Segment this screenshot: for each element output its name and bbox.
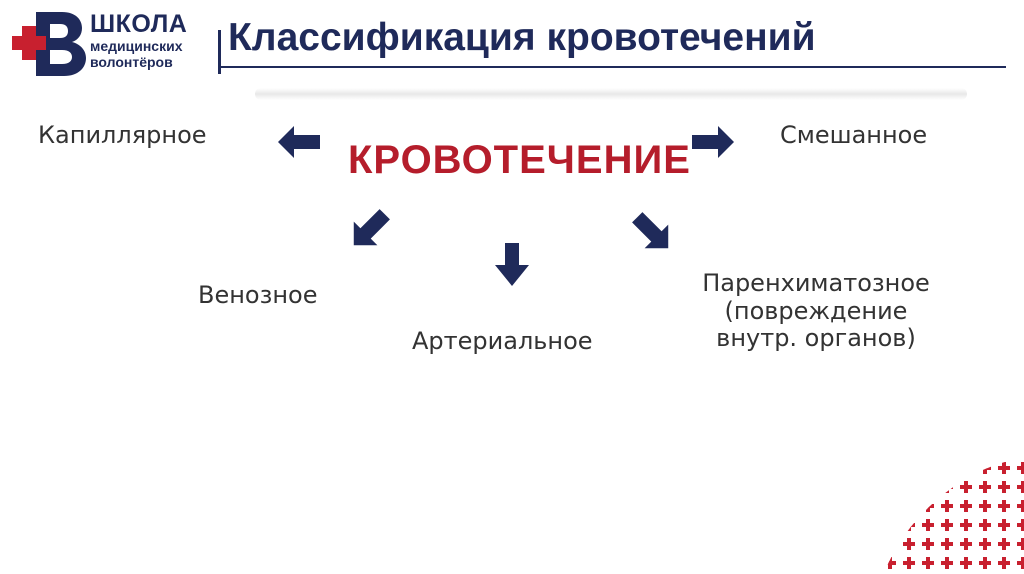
- cross-icon: [922, 519, 934, 531]
- node-capillary: Капиллярное: [38, 121, 207, 149]
- arrow-down-left-icon: [353, 209, 390, 246]
- cross-icon: [941, 462, 953, 474]
- page-title: Классификация кровотечений: [228, 16, 816, 59]
- cross-icon: [1017, 519, 1024, 531]
- cross-icon: [922, 500, 934, 512]
- cross-icon: [979, 557, 991, 569]
- cross-icon: [1017, 538, 1024, 550]
- cross-icon: [960, 538, 972, 550]
- node-parenchymal-line3: внутр. органов): [716, 324, 916, 353]
- cross-icon: [960, 481, 972, 493]
- node-parenchymal-line1: Паренхиматозное: [702, 269, 930, 297]
- cross-icon: [922, 557, 934, 569]
- center-node: КРОВОТЕЧЕНИЕ: [348, 138, 691, 182]
- cross-icon: [960, 557, 972, 569]
- cross-icon: [998, 481, 1010, 493]
- node-venous: Венозное: [198, 281, 318, 309]
- cross-icon: [998, 519, 1010, 531]
- cross-icon: [903, 481, 915, 493]
- node-parenchymal: Паренхиматозное (повреждение внутр. орга…: [680, 269, 952, 353]
- arrow-down-icon: [495, 243, 529, 286]
- cross-icon: [960, 462, 972, 474]
- arrow-right-icon: [692, 126, 734, 158]
- cross-icon: [941, 481, 953, 493]
- cross-icon: [998, 538, 1010, 550]
- cross-icon: [979, 500, 991, 512]
- cross-icon: [998, 500, 1010, 512]
- cross-icon: [903, 538, 915, 550]
- cross-icon: [922, 538, 934, 550]
- cross-icon: [903, 557, 915, 569]
- cross-icon: [941, 538, 953, 550]
- cross-icon: [1017, 481, 1024, 493]
- cross-icon: [979, 481, 991, 493]
- node-parenchymal-line2: (повреждение: [724, 296, 908, 325]
- cross-icon: [979, 519, 991, 531]
- cross-icon: [1017, 500, 1024, 512]
- cross-icon: [884, 519, 896, 531]
- cross-icon: [903, 462, 915, 474]
- cross-icon: [960, 519, 972, 531]
- cross-pattern-decoration: [884, 462, 1024, 569]
- cross-icon: [884, 462, 896, 474]
- cross-icon: [922, 462, 934, 474]
- logo-text: ШКОЛА медицинских волонтёров: [90, 10, 188, 70]
- cross-icon: [998, 557, 1010, 569]
- cross-icon: [903, 500, 915, 512]
- cross-icon: [903, 519, 915, 531]
- cross-icon: [1017, 557, 1024, 569]
- cross-icon: [979, 538, 991, 550]
- node-mixed: Смешанное: [780, 121, 928, 149]
- arrow-left-icon: [278, 126, 320, 158]
- cross-icon: [1017, 462, 1024, 474]
- logo-divider: [218, 30, 221, 74]
- cross-icon: [884, 500, 896, 512]
- cross-icon: [922, 481, 934, 493]
- cross-icon: [941, 557, 953, 569]
- cross-icon: [884, 538, 896, 550]
- logo-mark-icon: [12, 12, 86, 76]
- cross-icon: [979, 462, 991, 474]
- node-arterial: Артериальное: [412, 327, 593, 355]
- logo: ШКОЛА медицинских волонтёров: [12, 10, 221, 80]
- title-underline: [220, 66, 1006, 68]
- arrow-down-right-icon: [632, 212, 669, 249]
- cross-icon: [884, 481, 896, 493]
- logo-line-volunteers: волонтёров: [90, 54, 173, 70]
- logo-line-medical: медицинских: [90, 38, 183, 54]
- header-shadow: [255, 88, 967, 100]
- cross-icon: [998, 462, 1010, 474]
- cross-icon: [960, 500, 972, 512]
- cross-icon: [941, 500, 953, 512]
- cross-icon: [884, 557, 896, 569]
- logo-line-school: ШКОЛА: [90, 10, 188, 38]
- cross-icon: [941, 519, 953, 531]
